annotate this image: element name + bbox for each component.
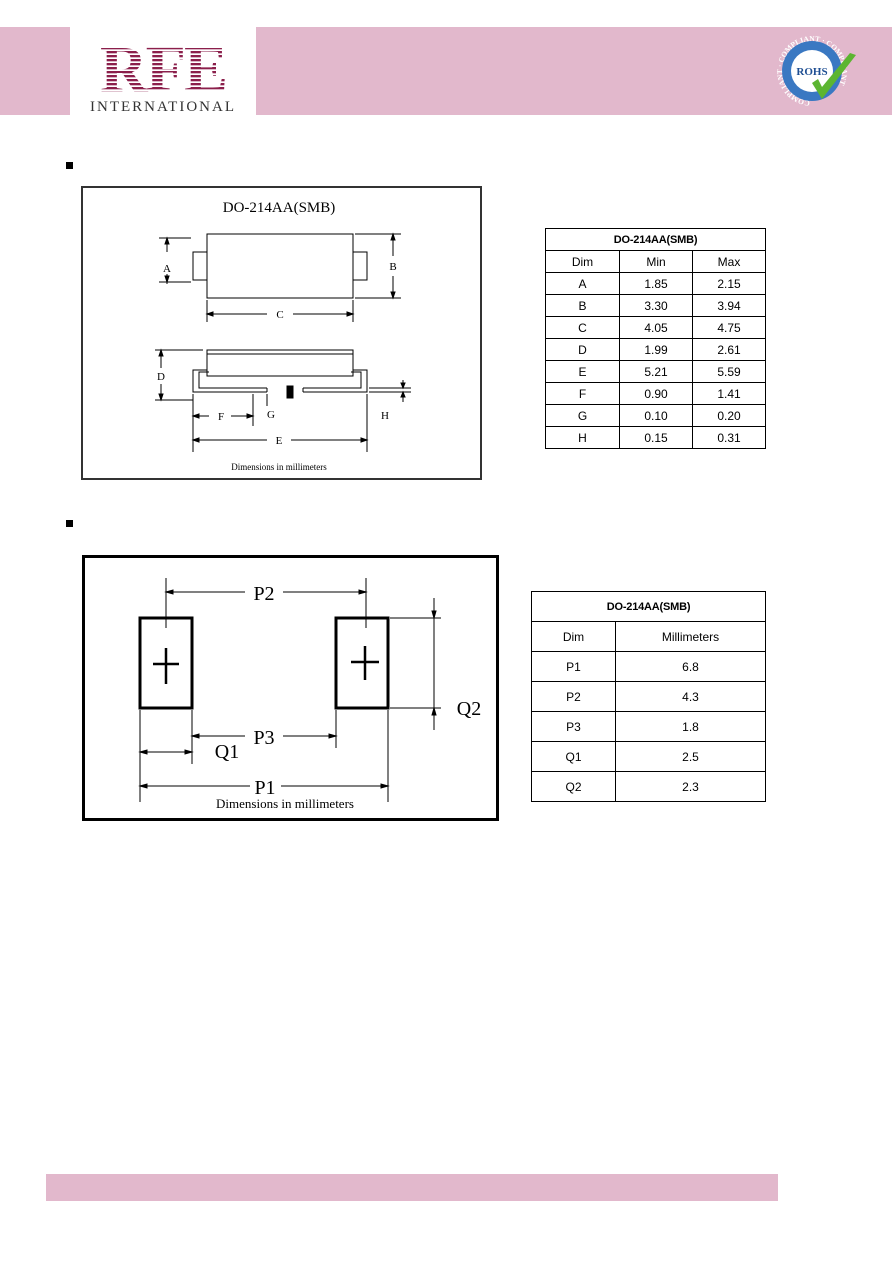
table-cell: 2.15 <box>691 272 767 295</box>
column-header: Millimeters <box>614 621 767 652</box>
table-cell: 2.3 <box>614 771 767 802</box>
column-header: Dim <box>545 250 620 273</box>
table-cell: Q1 <box>531 741 616 772</box>
label-f: F <box>218 411 224 423</box>
table-title: DO-214AA(SMB) <box>544 228 767 251</box>
label-p1: P1 <box>254 777 275 799</box>
table-cell: 0.90 <box>619 382 693 405</box>
rohs-compliant-badge: COMPLIANT · COMPLIANT · COMPLIANT ROHS <box>775 31 860 111</box>
column-header: Dim <box>531 621 616 652</box>
table-cell: 1.8 <box>614 711 767 742</box>
logo-graphic: RFE INTERNATIONAL <box>90 33 236 115</box>
table-cell: P2 <box>531 681 616 712</box>
table-cell: F <box>545 382 620 405</box>
pad-drawing-caption: Dimensions in millimeters <box>216 796 354 811</box>
table-cell: 3.30 <box>619 294 693 317</box>
label-c: C <box>276 309 283 321</box>
table-cell: P3 <box>531 711 616 742</box>
table-cell: 4.3 <box>614 681 767 712</box>
table-cell: A <box>545 272 620 295</box>
section-bullet-pad-layout <box>66 520 73 527</box>
label-q1: Q1 <box>215 741 239 763</box>
logo-letters: RFE <box>100 33 226 106</box>
label-h: H <box>381 410 389 422</box>
table-cell: B <box>545 294 620 317</box>
column-header: Min <box>619 250 693 273</box>
table-cell: 3.94 <box>691 294 767 317</box>
drawing-caption: Dimensions in millimeters <box>231 462 327 472</box>
table-cell: Q2 <box>531 771 616 802</box>
package-outline-drawing: DO-214AA(SMB) A B C <box>81 186 482 480</box>
table-cell: 4.05 <box>619 316 693 339</box>
footer-band <box>46 1174 778 1201</box>
table-cell: 0.31 <box>691 426 767 449</box>
table-cell: 2.61 <box>691 338 767 361</box>
rohs-label: ROHS <box>796 66 827 78</box>
table-cell: H <box>545 426 620 449</box>
right-pad <box>334 616 390 710</box>
table-cell: 2.5 <box>614 741 767 772</box>
table-cell: P1 <box>531 651 616 682</box>
table-cell: 1.99 <box>619 338 693 361</box>
section-bullet-outline <box>66 162 73 169</box>
top-view: A B C <box>159 232 401 322</box>
table-cell: 0.15 <box>619 426 693 449</box>
table-header-row: Dim Min Max <box>545 250 767 273</box>
logo-subtitle: INTERNATIONAL <box>90 99 236 115</box>
table-title: DO-214AA(SMB) <box>530 591 767 622</box>
table-cell: 0.10 <box>619 404 693 427</box>
label-a: A <box>163 263 171 275</box>
table-cell: C <box>545 316 620 339</box>
label-q2: Q2 <box>457 698 481 720</box>
table-header-row: Dim Millimeters <box>531 621 767 652</box>
table-cell: 5.59 <box>691 360 767 383</box>
drawing-package-title: DO-214AA(SMB) <box>223 200 336 216</box>
label-g: G <box>267 409 275 421</box>
label-e: E <box>276 435 283 447</box>
label-b: B <box>389 261 396 273</box>
cross-icon <box>153 646 379 684</box>
checkmark-icon <box>812 53 856 99</box>
pad-layout-drawing: P2 P3 Q1 P1 Q2 Dimensions in millimeters <box>82 555 499 821</box>
table-cell: 5.21 <box>619 360 693 383</box>
table-cell: E <box>545 360 620 383</box>
label-p2: P2 <box>253 583 274 605</box>
table-cell: 1.85 <box>619 272 693 295</box>
table-cell: 0.20 <box>691 404 767 427</box>
table-cell: 4.75 <box>691 316 767 339</box>
table-cell: 6.8 <box>614 651 767 682</box>
label-p3: P3 <box>253 727 274 749</box>
column-header: Max <box>691 250 767 273</box>
company-logo: RFE INTERNATIONAL <box>70 27 256 115</box>
table-cell: 1.41 <box>691 382 767 405</box>
table-cell: D <box>545 338 620 361</box>
label-d: D <box>157 371 165 383</box>
table-cell: G <box>545 404 620 427</box>
side-view: D H F G E <box>155 348 411 452</box>
